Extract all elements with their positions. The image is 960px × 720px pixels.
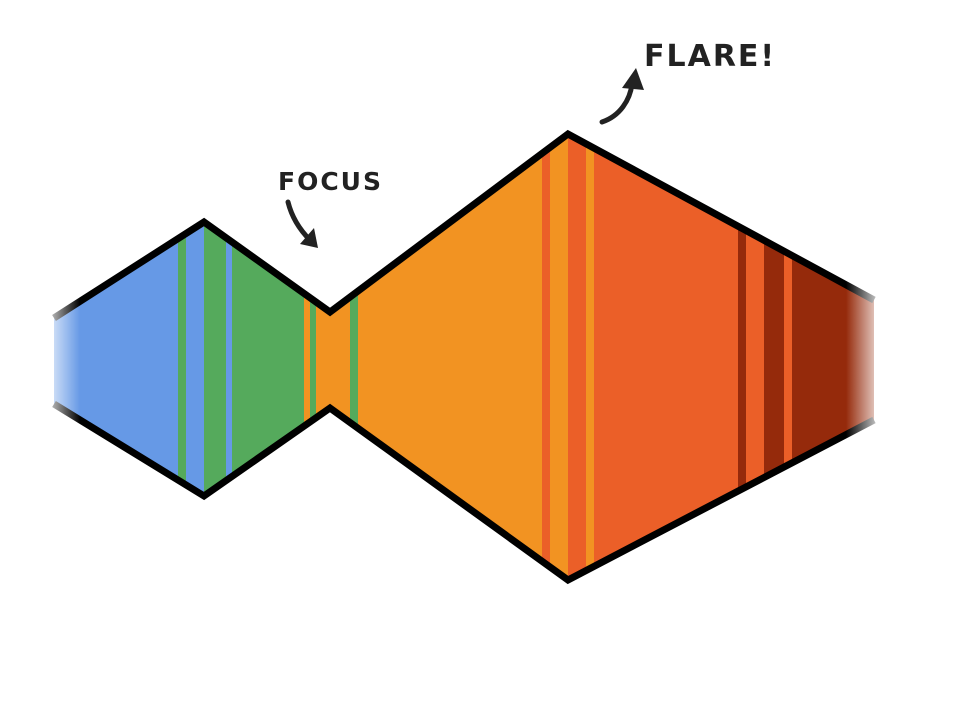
orange-band bbox=[550, 134, 568, 580]
color-bands bbox=[54, 134, 874, 580]
green-band bbox=[204, 134, 226, 580]
red-orange-stripe bbox=[542, 134, 550, 580]
left-fade bbox=[40, 280, 80, 440]
green-stripe bbox=[310, 134, 316, 580]
red-orange-band bbox=[594, 134, 738, 580]
curved-arrow-down-icon bbox=[285, 199, 318, 248]
green-stripe bbox=[178, 134, 186, 580]
flare-label: FLARE! bbox=[644, 39, 776, 74]
blue-stripe bbox=[186, 134, 204, 580]
red-orange-band bbox=[568, 134, 586, 580]
blue-stripe bbox=[226, 134, 232, 580]
red-orange-band bbox=[746, 134, 764, 580]
green-stripe bbox=[350, 134, 358, 580]
curved-arrow-up-icon bbox=[599, 68, 644, 125]
right-fade bbox=[846, 280, 886, 440]
diamond-outline bbox=[52, 129, 876, 585]
red-orange-stripe bbox=[784, 134, 792, 580]
dark-red-stripe bbox=[738, 134, 746, 580]
focus-label: FOCUS bbox=[278, 167, 383, 196]
orange-stripe bbox=[304, 134, 310, 580]
dark-red-band bbox=[764, 134, 784, 580]
orange-stripe bbox=[586, 134, 594, 580]
